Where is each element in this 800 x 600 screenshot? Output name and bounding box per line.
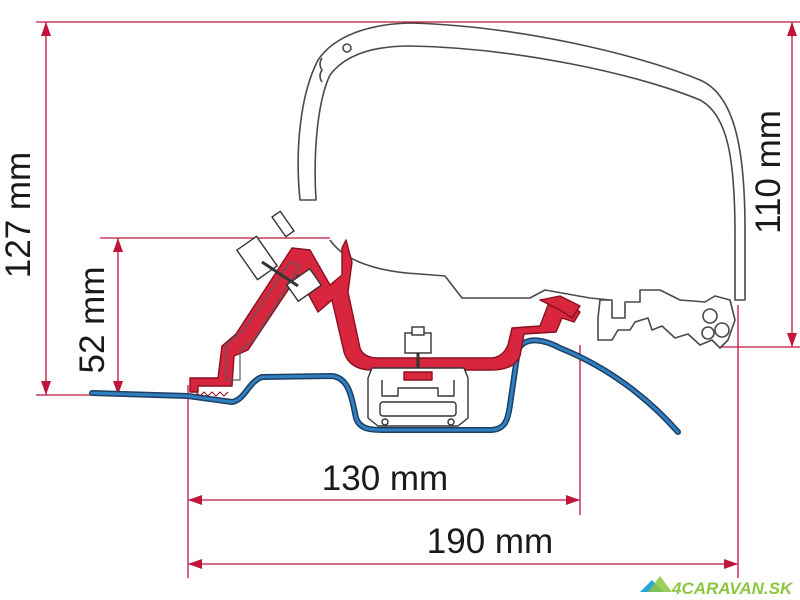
label-130-mm: 130 mm	[322, 459, 448, 498]
dimension-130-line	[187, 345, 581, 578]
label-190-mm: 190 mm	[427, 522, 553, 561]
awning-housing	[297, 22, 746, 349]
dimension-110-line	[395, 21, 800, 348]
dimension-52-line	[100, 237, 330, 395]
roof-profile	[89, 337, 681, 435]
label-52-mm: 52 mm	[73, 267, 112, 374]
label-110-mm: 110 mm	[749, 110, 788, 234]
bolt-nut-center	[404, 326, 432, 372]
serrated-foot	[195, 391, 229, 397]
dimension-127-line	[36, 21, 395, 396]
bolt-nut-upper	[235, 210, 323, 303]
grey-inner-plate	[225, 261, 301, 381]
dimension-190-line	[188, 305, 739, 578]
label-127-mm: 127 mm	[0, 152, 38, 278]
watermark-text: 4CARAVAN.SK	[671, 579, 794, 598]
rail-clamp	[367, 367, 469, 427]
watermark-logo	[640, 576, 672, 592]
